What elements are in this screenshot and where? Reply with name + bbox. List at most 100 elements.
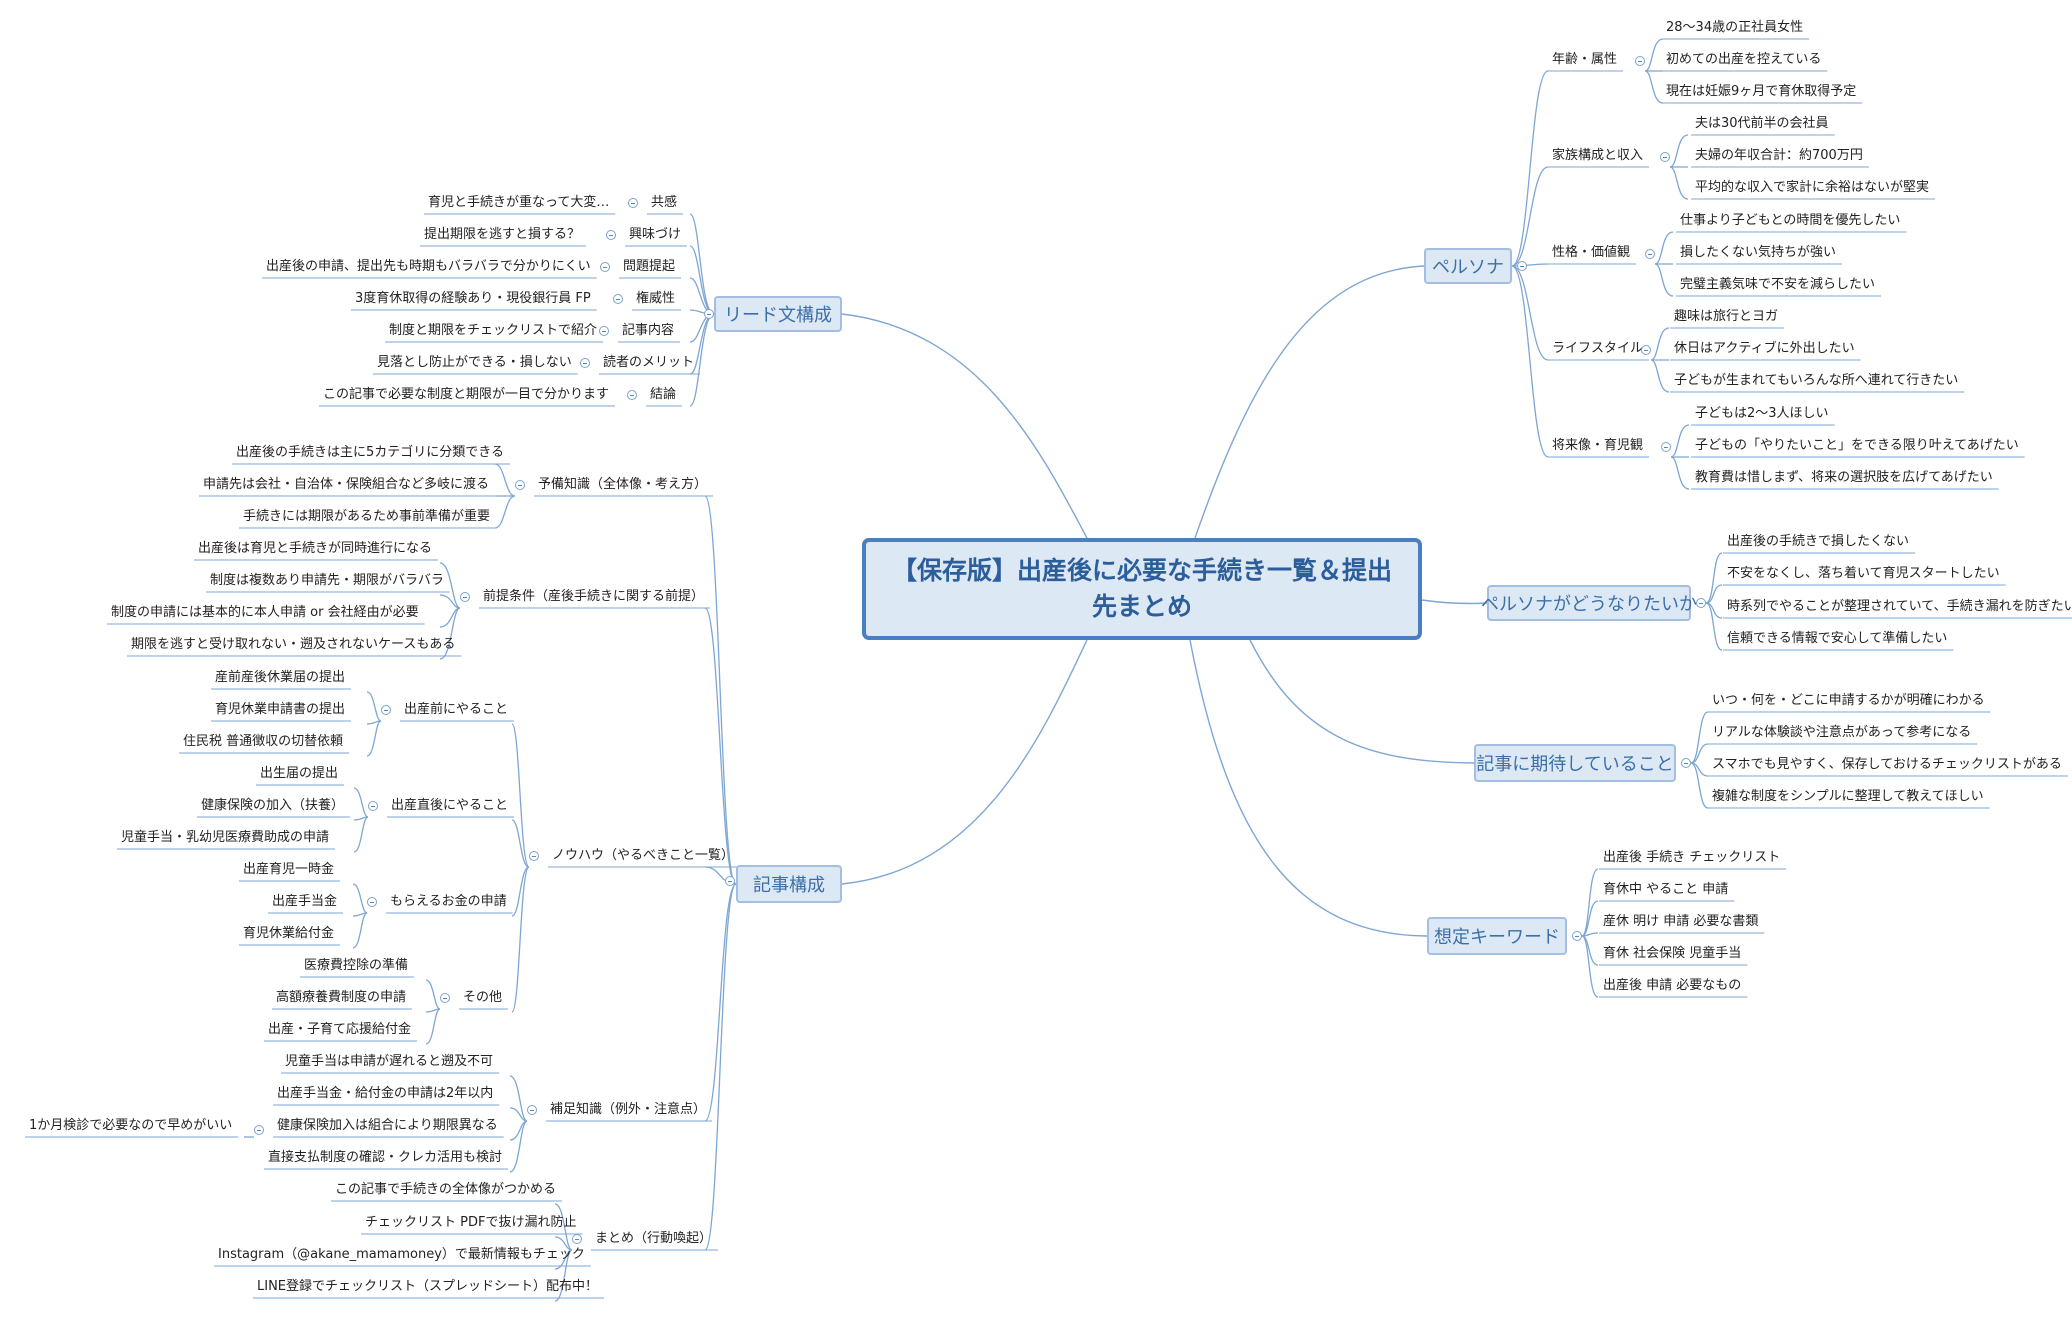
article-section-prior[interactable]: 予備知識（全体像・考え方） — [538, 477, 708, 492]
summary-item[interactable]: LINE登録でチェックリスト（スプレッドシート）配布中！ — [257, 1279, 599, 1294]
collapse-toggle[interactable] — [1681, 758, 1691, 768]
collapse-toggle[interactable] — [440, 993, 450, 1003]
goal-item[interactable]: 出産後の手続きで損したくない — [1727, 534, 1910, 549]
persona-item[interactable]: 夫婦の年収合計：約700万円 — [1695, 148, 1863, 163]
persona-item[interactable]: 趣味は旅行とヨガ — [1674, 309, 1779, 324]
collapse-toggle[interactable] — [1635, 56, 1645, 66]
article-section-supplement[interactable]: 補足知識（例外・注意点） — [550, 1102, 707, 1117]
knowhow-item[interactable]: 育児休業給付金 — [243, 926, 335, 941]
collapse-toggle[interactable] — [527, 1105, 537, 1115]
collapse-toggle[interactable] — [1661, 442, 1671, 452]
collapse-toggle[interactable] — [1660, 152, 1670, 162]
premise-item[interactable]: 出産後は育児と手続きが同時進行になる — [198, 541, 433, 556]
persona-group[interactable]: ライフスタイル — [1552, 341, 1644, 356]
lead-item-label[interactable]: 共感 — [651, 195, 678, 210]
branch-expectation[interactable]: 記事に期待していること — [1474, 744, 1676, 782]
persona-group[interactable]: 性格・価値観 — [1552, 245, 1631, 260]
knowhow-item[interactable]: 住民税 普通徴収の切替依頼 — [183, 734, 344, 749]
article-section-premise[interactable]: 前提条件（産後手続きに関する前提） — [483, 589, 705, 604]
lead-item-label[interactable]: 権威性 — [636, 291, 676, 306]
expectation-item[interactable]: 複雑な制度をシンプルに整理して教えてほしい — [1712, 789, 1984, 804]
collapse-toggle[interactable] — [580, 358, 590, 368]
knowhow-item[interactable]: 出産手当金 — [272, 894, 338, 909]
article-section-knowhow[interactable]: ノウハウ（やるべきこと一覧） — [552, 848, 735, 863]
branch-keywords[interactable]: 想定キーワード — [1427, 917, 1567, 955]
lead-item-detail[interactable]: 出産後の申請、提出先も時期もバラバラで分かりにくい — [266, 259, 591, 274]
knowhow-item[interactable]: 児童手当・乳幼児医療費助成の申請 — [121, 830, 330, 845]
article-section-summary[interactable]: まとめ（行動喚起） — [595, 1231, 713, 1246]
supplement-item[interactable]: 直接支払制度の確認・クレカ活用も検討 — [268, 1150, 503, 1165]
persona-item[interactable]: 平均的な収入で家計に余裕はないが堅実 — [1695, 180, 1930, 195]
lead-item-label[interactable]: 記事内容 — [622, 323, 675, 338]
collapse-toggle[interactable] — [600, 262, 610, 272]
collapse-toggle[interactable] — [1572, 931, 1582, 941]
summary-item[interactable]: この記事で手続きの全体像がつかめる — [335, 1182, 557, 1197]
central-topic[interactable]: 【保存版】出産後に必要な手続き一覧＆提出先まとめ — [862, 538, 1422, 640]
keyword-item[interactable]: 育休 社会保険 児童手当 — [1603, 946, 1742, 961]
knowhow-item[interactable]: 出産・子育て応援給付金 — [268, 1022, 412, 1037]
lead-item-label[interactable]: 興味づけ — [629, 227, 682, 242]
collapse-toggle[interactable] — [460, 592, 470, 602]
expectation-item[interactable]: いつ・何を・どこに申請するかが明確にわかる — [1712, 693, 1985, 708]
collapse-toggle[interactable] — [515, 480, 525, 490]
collapse-toggle[interactable] — [368, 801, 378, 811]
collapse-toggle[interactable] — [367, 897, 377, 907]
knowhow-item[interactable]: 医療費控除の準備 — [304, 958, 409, 973]
keyword-item[interactable]: 出産後 申請 必要なもの — [1603, 978, 1742, 993]
expectation-item[interactable]: リアルな体験談や注意点があって参考になる — [1712, 725, 1972, 740]
knowhow-group[interactable]: 出産前にやること — [404, 702, 509, 717]
knowhow-item[interactable]: 出産育児一時金 — [243, 862, 335, 877]
knowhow-item[interactable]: 高額療養費制度の申請 — [276, 990, 407, 1005]
collapse-toggle[interactable] — [606, 230, 616, 240]
knowhow-item[interactable]: 健康保険の加入（扶養） — [201, 798, 345, 813]
premise-item[interactable]: 制度の申請には基本的に本人申請 or 会社経由が必要 — [111, 605, 419, 620]
keyword-item[interactable]: 育休中 やること 申請 — [1603, 882, 1729, 897]
persona-item[interactable]: 仕事より子どもとの時間を優先したい — [1680, 213, 1901, 228]
lead-item-detail[interactable]: 提出期限を逃すと損する？ — [424, 227, 581, 242]
knowhow-item[interactable]: 育児休業申請書の提出 — [215, 702, 346, 717]
prior-item[interactable]: 出産後の手続きは主に5カテゴリに分類できる — [236, 445, 505, 460]
persona-item[interactable]: 子どもが生まれてもいろんな所へ連れて行きたい — [1674, 373, 1959, 388]
collapse-toggle[interactable] — [529, 851, 539, 861]
lead-item-detail[interactable]: この記事で必要な制度と期限が一目で分かります — [323, 387, 610, 402]
persona-item[interactable]: 現在は妊娠9ヶ月で育休取得予定 — [1666, 84, 1857, 99]
persona-item[interactable]: 損したくない気持ちが強い — [1680, 245, 1837, 260]
persona-group[interactable]: 年齢・属性 — [1552, 52, 1618, 67]
collapse-toggle[interactable] — [381, 705, 391, 715]
branch-lead[interactable]: リード文構成 — [714, 296, 842, 332]
lead-item-label[interactable]: 読者のメリット — [603, 355, 695, 370]
collapse-toggle[interactable] — [725, 876, 735, 886]
knowhow-item[interactable]: 出生届の提出 — [260, 766, 339, 781]
keyword-item[interactable]: 出産後 手続き チェックリスト — [1603, 850, 1781, 865]
branch-article[interactable]: 記事構成 — [736, 865, 842, 903]
branch-goal[interactable]: ペルソナがどうなりたいか — [1481, 585, 1697, 621]
lead-item-label[interactable]: 問題提起 — [623, 259, 676, 274]
persona-item[interactable]: 子どもは2〜3人ほしい — [1695, 406, 1829, 421]
premise-item[interactable]: 制度は複数あり申請先・期限がバラバラ — [210, 573, 444, 588]
branch-persona[interactable]: ペルソナ — [1424, 248, 1512, 284]
persona-item[interactable]: 完璧主義気味で不安を減らしたい — [1680, 277, 1876, 292]
premise-item[interactable]: 期限を逃すと受け取れない・遡及されないケースもある — [131, 637, 456, 652]
collapse-toggle[interactable] — [628, 198, 638, 208]
knowhow-group[interactable]: その他 — [463, 990, 503, 1005]
persona-item[interactable]: 子どもの「やりたいこと」をできる限り叶えてあげたい — [1695, 438, 2019, 453]
supplement-note[interactable]: 1か月検診で必要なので早めがいい — [29, 1118, 233, 1133]
collapse-toggle[interactable] — [613, 294, 623, 304]
collapse-toggle[interactable] — [627, 390, 637, 400]
collapse-toggle[interactable] — [1641, 345, 1651, 355]
supplement-item[interactable]: 児童手当は申請が遅れると遡及不可 — [285, 1054, 494, 1069]
collapse-toggle[interactable] — [572, 1234, 582, 1244]
persona-item[interactable]: 初めての出産を控えている — [1666, 52, 1822, 67]
lead-item-detail[interactable]: 制度と期限をチェックリストで紹介 — [389, 323, 598, 338]
persona-group[interactable]: 家族構成と収入 — [1552, 148, 1644, 163]
keyword-item[interactable]: 産休 明け 申請 必要な書類 — [1603, 914, 1759, 929]
goal-item[interactable]: 信頼できる情報で安心して準備したい — [1727, 631, 1948, 646]
persona-item[interactable]: 休日はアクティブに外出したい — [1674, 341, 1855, 356]
collapse-toggle[interactable] — [1645, 249, 1655, 259]
prior-item[interactable]: 申請先は会社・自治体・保険組合など多岐に渡る — [203, 477, 490, 492]
persona-item[interactable]: 28〜34歳の正社員女性 — [1666, 20, 1804, 35]
knowhow-group[interactable]: 出産直後にやること — [391, 798, 509, 813]
knowhow-group[interactable]: もらえるお金の申請 — [390, 894, 507, 909]
summary-item[interactable]: Instagram（@akane_mamamoney）で最新情報もチェック — [218, 1247, 585, 1262]
collapse-toggle[interactable] — [704, 309, 714, 319]
